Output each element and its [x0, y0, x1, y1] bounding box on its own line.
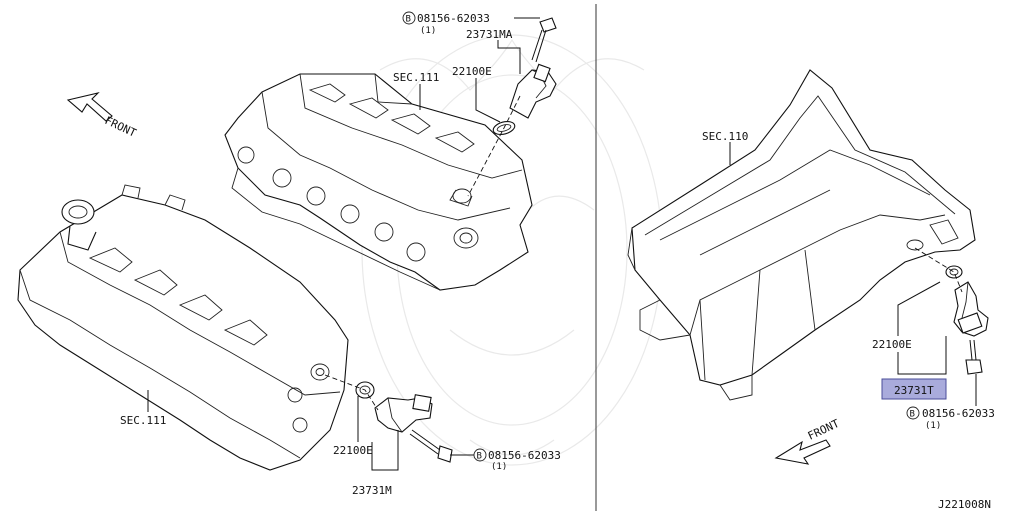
crankshaft-position-sensor-23731M	[374, 394, 433, 433]
label-23731M: 23731M	[352, 484, 392, 497]
front-label-left: FRONT	[103, 114, 139, 140]
bolt-marker-right: B	[910, 410, 915, 420]
cylinder-head-upper	[224, 73, 533, 291]
bolt-marker-bottom-icon	[473, 448, 487, 462]
camshaft-position-sensor-23731T	[953, 281, 989, 337]
label-22100E-right: 22100E	[872, 338, 912, 351]
front-arrow-right-icon	[774, 439, 831, 465]
leader-22100E-right	[897, 281, 941, 336]
bolt-marker-right-icon	[906, 406, 920, 420]
bolt-top-icon	[531, 17, 557, 63]
leader-23731M	[371, 430, 399, 471]
leader-23731MA	[497, 40, 521, 74]
label-23731MA: 23731MA	[466, 28, 513, 41]
bolt-marker-bottom: B	[477, 452, 482, 462]
label-23731T[interactable]: 23731T	[894, 384, 934, 397]
install-line-right	[914, 247, 963, 293]
bolt-bottom-icon	[409, 429, 453, 463]
bolt-marker-top-icon	[402, 11, 416, 25]
oil-pan	[627, 69, 976, 401]
bolt-marker-top: B	[406, 15, 411, 25]
crankshaft-position-sensor-23731MA	[509, 63, 557, 119]
highlight-23731T	[881, 378, 947, 400]
label-22100E-bottom: 22100E	[333, 444, 373, 457]
bolt-right-icon	[965, 339, 983, 375]
front-arrow-left-icon	[66, 92, 113, 122]
diagram-id: J221008N	[938, 498, 991, 511]
label-22100E-top: 22100E	[452, 65, 492, 78]
label-sec111-bottom: SEC.111	[120, 414, 166, 427]
label-bolt-bottom: 08156-62033	[488, 449, 561, 462]
front-label-right: FRONT	[806, 417, 842, 443]
label-sec111-top: SEC.111	[393, 71, 439, 84]
label-bolt-right-qty: (1)	[925, 421, 941, 431]
label-bolt-top: 08156-62033	[417, 12, 490, 25]
o-ring-right-icon	[945, 265, 963, 279]
install-line-bottom	[324, 374, 379, 411]
label-bolt-right: 08156-62033	[922, 407, 995, 420]
install-line-top	[467, 95, 521, 197]
label-bolt-bottom-qty: (1)	[491, 462, 507, 472]
leader-23731T	[897, 336, 947, 375]
label-sec110: SEC.110	[702, 130, 748, 143]
cylinder-head-lower	[17, 184, 349, 471]
leader-22100E-top	[475, 78, 501, 123]
label-bolt-top-qty: (1)	[420, 26, 436, 36]
